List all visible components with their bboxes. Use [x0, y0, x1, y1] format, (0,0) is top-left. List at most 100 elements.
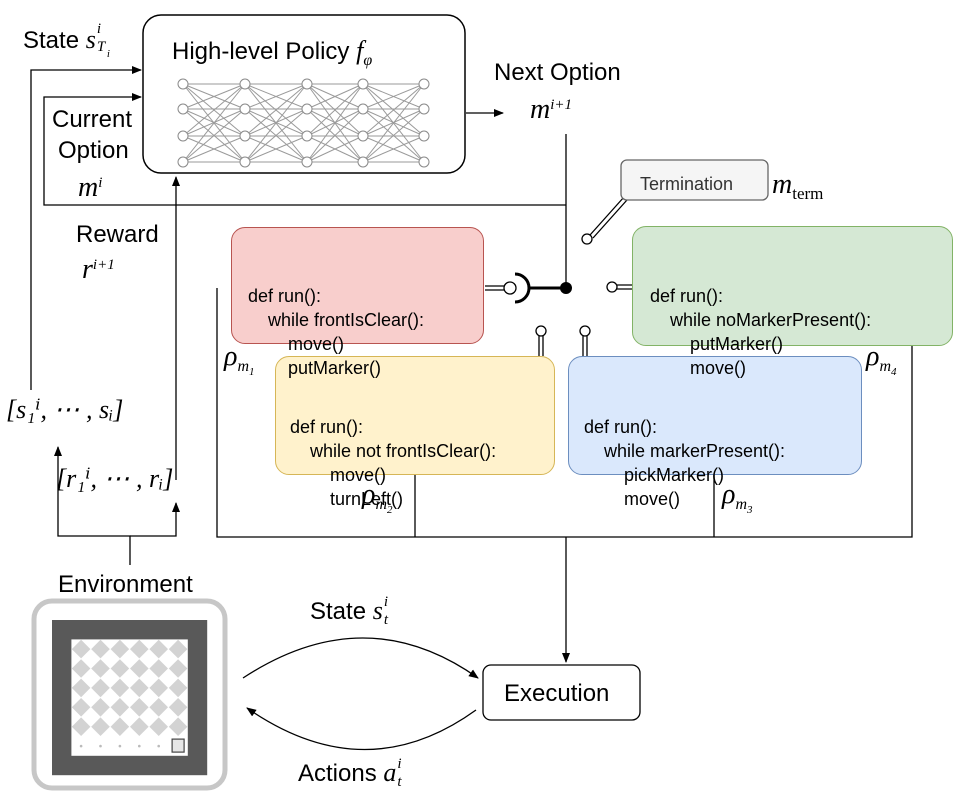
robot-agent-icon — [171, 738, 185, 753]
nn-edge — [362, 108, 425, 163]
current-option-line — [43, 93, 566, 206]
nn-node — [301, 156, 313, 168]
marker-tile — [71, 717, 91, 737]
nn-edge — [182, 83, 246, 110]
nn-node — [418, 156, 430, 168]
program-box-m1 — [231, 227, 484, 344]
nn-edge — [306, 83, 364, 137]
code-line: def run(): — [584, 417, 658, 437]
nn-node — [301, 130, 313, 142]
code-line: while markerPresent(): — [584, 441, 786, 461]
nn-node — [418, 78, 430, 90]
rho-m1: ρm1 — [224, 341, 255, 378]
marker-tile — [91, 639, 110, 659]
code-line: move() — [290, 465, 387, 485]
marker-tile — [71, 659, 91, 678]
nn-edge — [362, 135, 425, 163]
execution-bus — [216, 288, 913, 538]
marker-tile — [149, 717, 169, 737]
rho-m2: ρm2 — [362, 479, 393, 516]
nn-node — [239, 103, 251, 115]
program-code-m2: def run(): while not frontIsClear(): mov… — [290, 367, 496, 535]
nn-edge — [306, 83, 364, 110]
program-box-m3 — [568, 356, 862, 475]
nn-node — [301, 103, 313, 115]
marker-tile — [91, 697, 110, 717]
current-option-symbol: mi — [78, 172, 103, 203]
marker-tile — [149, 678, 169, 698]
nn-edge — [244, 135, 308, 163]
nn-node — [357, 156, 369, 168]
code-line: while frontIsClear(): — [248, 310, 425, 330]
nn-node — [177, 103, 189, 115]
marker-tile — [149, 639, 169, 659]
program-code-m1: def run(): while frontIsClear(): move() … — [248, 236, 424, 404]
program-code-m3: def run(): while markerPresent(): pickMa… — [584, 367, 785, 535]
grid-dot — [99, 744, 102, 748]
reward-symbol: ri+1 — [82, 254, 115, 285]
marker-tile — [110, 717, 130, 737]
marker-tile — [129, 697, 149, 717]
reward-sequence: [r₁ⁱ, ⋯ , rᵢ] — [56, 464, 174, 493]
actions-curve — [246, 707, 477, 751]
neural-network-icon — [177, 78, 430, 168]
marker-tile — [110, 659, 130, 678]
marker-tile — [168, 697, 188, 717]
marker-tile — [110, 697, 130, 717]
option-switch — [485, 196, 633, 356]
marker-tile — [129, 639, 149, 659]
current-option-label-1: Current — [52, 106, 133, 133]
nn-node — [418, 130, 430, 142]
marker-tile — [129, 659, 149, 678]
grid-dot — [118, 744, 122, 748]
next-option-symbol: mi+1 — [530, 94, 573, 125]
nn-node — [357, 130, 369, 142]
code-line: def run(): — [650, 286, 724, 306]
marker-tile — [91, 678, 110, 698]
program-box-m2 — [275, 356, 555, 475]
nn-node — [301, 78, 313, 90]
state-curve — [242, 637, 479, 679]
nn-edge — [306, 83, 364, 163]
code-line: while noMarkerPresent(): — [650, 310, 872, 330]
program-box-m4 — [632, 226, 953, 346]
code-line: move() — [248, 334, 345, 354]
nn-edge — [306, 108, 364, 163]
grid-dot — [138, 744, 141, 748]
nn-edge — [182, 83, 246, 137]
nn-node — [177, 78, 189, 90]
nn-edge — [362, 83, 425, 110]
code-line: move() — [584, 489, 681, 509]
code-line: pickMarker() — [584, 465, 725, 485]
env-up-line — [54, 446, 131, 565]
marker-tile — [71, 678, 91, 698]
rho-m4: ρm4 — [866, 341, 897, 378]
code-line: while not frontIsClear(): — [290, 441, 497, 461]
nn-edge — [244, 83, 308, 163]
nn-node — [177, 156, 189, 168]
karel-grid — [52, 620, 208, 776]
nn-edge — [182, 108, 246, 163]
marker-tile — [91, 717, 110, 737]
nn-edge — [306, 135, 364, 163]
marker-tile — [91, 659, 110, 678]
code-line: turnLeft() — [290, 489, 404, 509]
grid-floor — [71, 639, 188, 756]
state-feedback-line — [30, 66, 142, 390]
nn-edge — [182, 135, 246, 163]
nn-edge — [244, 108, 308, 163]
nn-edge — [362, 83, 425, 137]
grid-dot — [157, 744, 160, 748]
nn-edge — [244, 83, 308, 110]
policy-title: High-level Policy fφ — [172, 36, 373, 69]
nn-node — [239, 156, 251, 168]
program-code-m4: def run(): while noMarkerPresent(): putM… — [650, 236, 871, 404]
marker-tile — [149, 659, 169, 678]
marker-tile — [168, 678, 188, 698]
environment-label: Environment — [58, 571, 193, 598]
execution-label: Execution — [504, 680, 610, 707]
next-option-label: Next Option — [494, 59, 621, 86]
